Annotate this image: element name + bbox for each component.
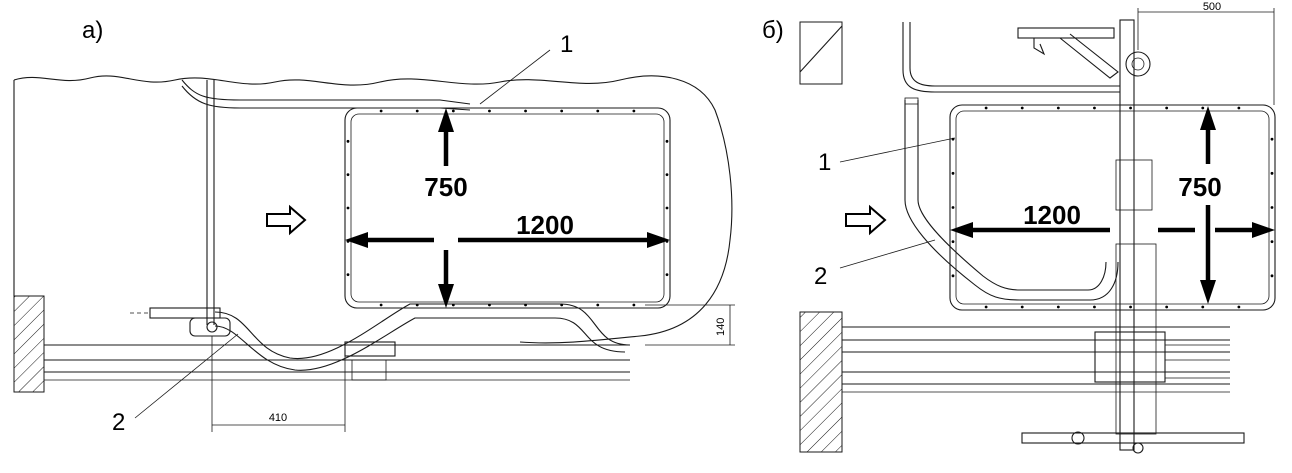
- panel-a-frame: [344, 107, 671, 309]
- rivet-dot: [596, 109, 600, 113]
- rivet-dot: [524, 303, 527, 307]
- rivet-dot: [524, 109, 527, 113]
- rivet-dot: [1201, 106, 1205, 110]
- rivet-dot: [665, 273, 669, 277]
- rivet-dot: [951, 274, 955, 278]
- rivet-dot: [1270, 171, 1274, 175]
- rivet-dot: [951, 240, 955, 244]
- panel-a-dim-distance: 410: [269, 412, 287, 424]
- rivet-dot: [1270, 206, 1274, 209]
- rivet-dot: [560, 303, 564, 307]
- panel-b-label: б): [762, 17, 784, 44]
- panel-a-label: а): [82, 17, 103, 44]
- panel-b-column: [1119, 19, 1135, 451]
- rivet-dot: [451, 303, 455, 307]
- rivet-dot: [346, 239, 350, 243]
- rivet-dot: [415, 303, 419, 307]
- rivet-dot: [632, 109, 636, 113]
- panel-a-track: [214, 303, 631, 360]
- panel-a-wall: [13, 295, 45, 393]
- panel-b-frame: [949, 104, 1276, 311]
- rivet-dot: [346, 173, 350, 177]
- rivet-dot: [984, 106, 988, 110]
- panel-a: 140 410 750 1200 а) 1 2: [13, 17, 735, 436]
- rivets: [346, 106, 1274, 309]
- rivet-dot: [488, 109, 491, 113]
- rivet-dot: [665, 239, 669, 243]
- panel-b-dim-width: 1200: [1023, 200, 1081, 230]
- rivet-dot: [379, 303, 383, 307]
- rivet-dot: [346, 139, 350, 143]
- rivet-dot: [1020, 106, 1024, 110]
- rivet-dot: [1020, 305, 1024, 309]
- rivet-dot: [632, 303, 636, 307]
- panel-b-wall: [799, 311, 843, 453]
- rivet-dot: [346, 273, 350, 277]
- panel-b-callout-2: 2: [814, 263, 827, 290]
- rivet-dot: [379, 109, 383, 113]
- rivet-dot: [951, 206, 955, 209]
- panel-b-track: [904, 100, 1119, 301]
- panel-a-dim-width: 1200: [516, 210, 574, 240]
- panel-a-break-outline: [13, 75, 733, 344]
- rivet-dot: [1129, 106, 1132, 110]
- panel-b-callout-1: 1: [818, 149, 831, 176]
- rivet-dot: [1237, 305, 1241, 309]
- panel-b-top-block: [799, 21, 843, 85]
- rivet-dot: [346, 206, 350, 210]
- rivet-dot: [665, 139, 669, 143]
- panel-b: 500 1200 750 б) 1 2: [762, 1, 1276, 454]
- rivet-dot: [451, 109, 455, 113]
- rivet-dot: [1270, 137, 1274, 141]
- rivet-dot: [665, 206, 669, 210]
- rivet-dot: [560, 109, 564, 113]
- rivet-dot: [1093, 305, 1096, 309]
- panel-a-callout-1: 1: [560, 31, 573, 58]
- rivet-dot: [1056, 106, 1060, 110]
- rivet-dot: [1165, 305, 1169, 309]
- rivet-dot: [951, 171, 955, 175]
- panel-b-dim-distance: 500: [1203, 1, 1221, 13]
- rivet-dot: [1093, 106, 1096, 110]
- rivet-dot: [1270, 240, 1274, 244]
- rivet-dot: [1201, 305, 1205, 309]
- panel-a-direction-arrow: [266, 204, 307, 236]
- panel-b-dim-height: 750: [1178, 172, 1221, 202]
- rivet-dot: [665, 173, 669, 177]
- rivet-dot: [1270, 274, 1274, 278]
- rivet-dot: [488, 303, 491, 307]
- rivet-dot: [596, 303, 600, 307]
- rivet-dot: [984, 305, 988, 309]
- panel-a-callout-2: 2: [112, 409, 125, 436]
- panel-a-dim-offset: 140: [715, 318, 727, 336]
- panel-a-dim-height: 750: [424, 172, 467, 202]
- rivet-dot: [1165, 106, 1169, 110]
- panel-b-direction-arrow: [845, 204, 887, 236]
- rivet-dot: [415, 109, 419, 113]
- rivet-dot: [1237, 106, 1241, 110]
- rivet-dot: [1129, 305, 1132, 309]
- rivet-dot: [951, 137, 955, 141]
- rivet-dot: [1056, 305, 1060, 309]
